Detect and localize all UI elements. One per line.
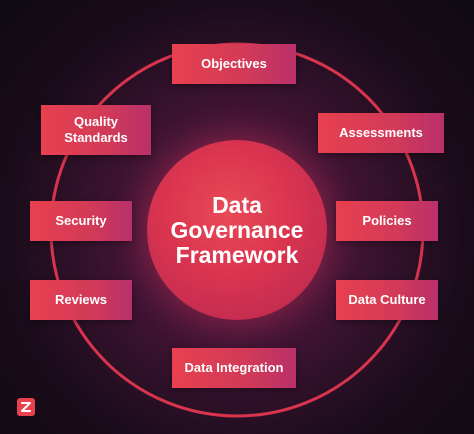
node-data-culture: Data Culture bbox=[336, 280, 438, 320]
node-objectives: Objectives bbox=[172, 44, 296, 84]
node-data-integration: Data Integration bbox=[172, 348, 296, 388]
center-title: Data Governance Framework bbox=[170, 191, 304, 268]
node-assessments: Assessments bbox=[318, 113, 444, 153]
node-security: Security bbox=[30, 201, 132, 241]
z-logo-icon bbox=[17, 398, 35, 416]
center-hub: Data Governance Framework bbox=[147, 140, 327, 320]
node-reviews: Reviews bbox=[30, 280, 132, 320]
node-policies: Policies bbox=[336, 201, 438, 241]
node-quality-standards: Quality Standards bbox=[41, 105, 151, 155]
